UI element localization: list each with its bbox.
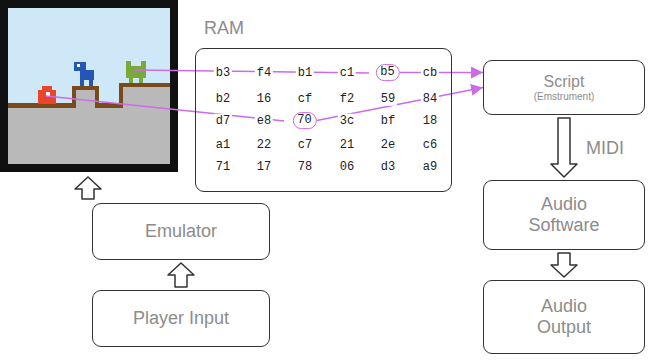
sprite-leg <box>80 80 84 86</box>
highlighted-byte: 70 <box>292 112 316 130</box>
sprite-ear <box>141 61 146 67</box>
sprite-leg <box>129 78 133 83</box>
byte-value: bf <box>379 114 397 128</box>
byte-value: 3c <box>338 114 356 128</box>
process-box: Script(Emstrument) <box>483 60 645 115</box>
leader-line <box>46 96 284 121</box>
edge-label: MIDI <box>584 137 626 158</box>
byte-value: d3 <box>379 160 397 174</box>
panel-heading: RAM <box>204 18 244 39</box>
byte-value: b2 <box>214 92 232 106</box>
ram-panel: RAMb570 <box>195 48 452 192</box>
byte-value: b5 <box>380 66 394 80</box>
box-title: Audio Output <box>514 296 614 337</box>
byte-value: a9 <box>421 160 439 174</box>
box-title: Audio Software <box>514 194 614 235</box>
byte-value: d7 <box>214 114 232 128</box>
byte-value: c7 <box>296 138 314 152</box>
sprite-leg <box>139 78 143 83</box>
sprite-body <box>80 70 94 80</box>
byte-value: 71 <box>214 160 232 174</box>
byte-value: cf <box>296 92 314 106</box>
byte-value: f4 <box>255 66 273 80</box>
screen-frame <box>0 0 178 172</box>
box-subtitle: (Emstrument) <box>534 91 595 103</box>
byte-value: 21 <box>338 138 356 152</box>
process-box: Audio Software <box>483 180 645 250</box>
sprite-body <box>126 66 146 78</box>
box-title: Script <box>544 73 585 91</box>
sprite-ear <box>126 61 131 67</box>
green-sprite <box>126 61 146 83</box>
byte-value: 70 <box>297 114 311 128</box>
byte-value: 59 <box>379 92 397 106</box>
byte-value: 22 <box>255 138 273 152</box>
byte-value: 84 <box>421 92 439 106</box>
blue-sprite <box>74 62 94 86</box>
flow-arrow <box>551 118 577 177</box>
box-title: Player Input <box>133 308 229 329</box>
byte-value: a1 <box>214 138 232 152</box>
byte-value: 17 <box>255 160 273 174</box>
byte-value: e8 <box>255 114 273 128</box>
red-sprite <box>38 86 56 104</box>
leader-line <box>134 70 369 73</box>
render-arrow <box>75 177 101 199</box>
flow-arrow <box>168 263 194 287</box>
flow-arrow <box>551 253 577 277</box>
process-box: Player Input <box>92 290 270 347</box>
process-box: Emulator <box>92 203 270 260</box>
byte-value: cb <box>421 66 439 80</box>
byte-value: f2 <box>338 92 356 106</box>
sprite-head <box>42 86 52 91</box>
ground <box>8 108 170 164</box>
memory-link <box>400 72 483 74</box>
byte-value: 18 <box>421 114 439 128</box>
byte-value: b3 <box>214 66 232 80</box>
byte-value: c6 <box>421 138 439 152</box>
sprite-leg <box>89 80 93 86</box>
byte-value: 78 <box>296 160 314 174</box>
sprite-head <box>74 62 86 71</box>
sprite-eye <box>77 64 80 67</box>
byte-value: 16 <box>255 92 273 106</box>
process-box: Audio Output <box>483 280 645 354</box>
byte-value: 06 <box>338 160 356 174</box>
highlighted-byte: b5 <box>375 64 399 82</box>
byte-value: 2e <box>379 138 397 152</box>
byte-value: c1 <box>338 66 356 80</box>
byte-value: b1 <box>296 66 314 80</box>
box-title: Emulator <box>145 221 217 242</box>
